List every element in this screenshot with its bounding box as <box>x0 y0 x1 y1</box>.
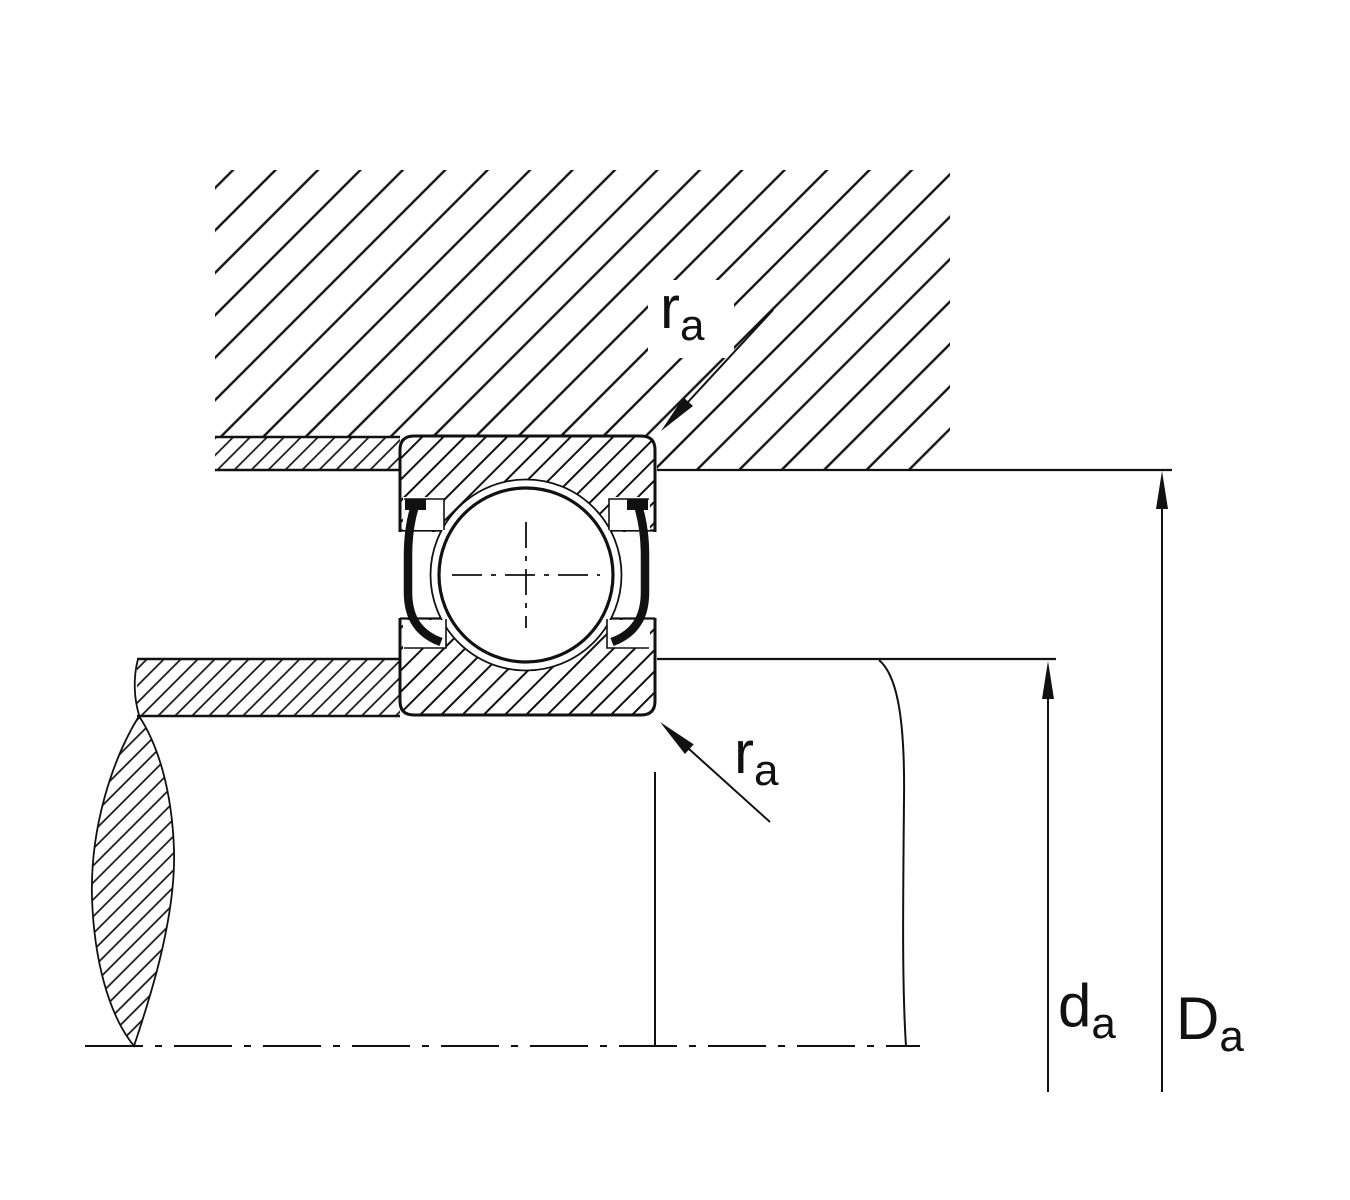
ra-top-label: ra <box>660 278 704 348</box>
da-arrowhead <box>1042 661 1054 699</box>
da-label-sub: a <box>1091 999 1116 1048</box>
Da-label-sub: a <box>1219 1012 1244 1061</box>
Da-label-main: D <box>1176 985 1220 1052</box>
ra-bottom-arrowhead <box>660 722 694 754</box>
raceway-contour <box>429 478 623 672</box>
ra-top-arrowhead <box>661 397 693 431</box>
ra-top-label-main: r <box>660 274 680 341</box>
shaft-shoulder-strip <box>137 660 400 715</box>
Da-arrowhead <box>1156 471 1168 509</box>
bearing-inner-ring-outline <box>398 618 657 717</box>
label-mask <box>648 280 734 358</box>
housing-section <box>215 170 950 470</box>
da-label-main: d <box>1058 972 1092 1039</box>
bearing-outer-ring-outline <box>398 434 657 532</box>
Da-label: Da <box>1176 989 1244 1059</box>
ra-bottom-label: ra <box>734 723 778 793</box>
shaft-break-section <box>91 714 175 1048</box>
housing-shoulder-strip <box>215 438 400 469</box>
da-label: da <box>1058 976 1116 1046</box>
ra-top-label-sub: a <box>679 301 705 350</box>
seal-left <box>403 497 447 649</box>
shaft-shoulder-left-break <box>133 658 140 716</box>
shaft-right-outline <box>878 659 907 1047</box>
ra-bottom-label-sub: a <box>753 746 779 795</box>
ra-bottom-leader-line <box>688 748 771 823</box>
ra-bottom-label-main: r <box>734 719 754 786</box>
ra-top-leader-line <box>687 309 774 403</box>
